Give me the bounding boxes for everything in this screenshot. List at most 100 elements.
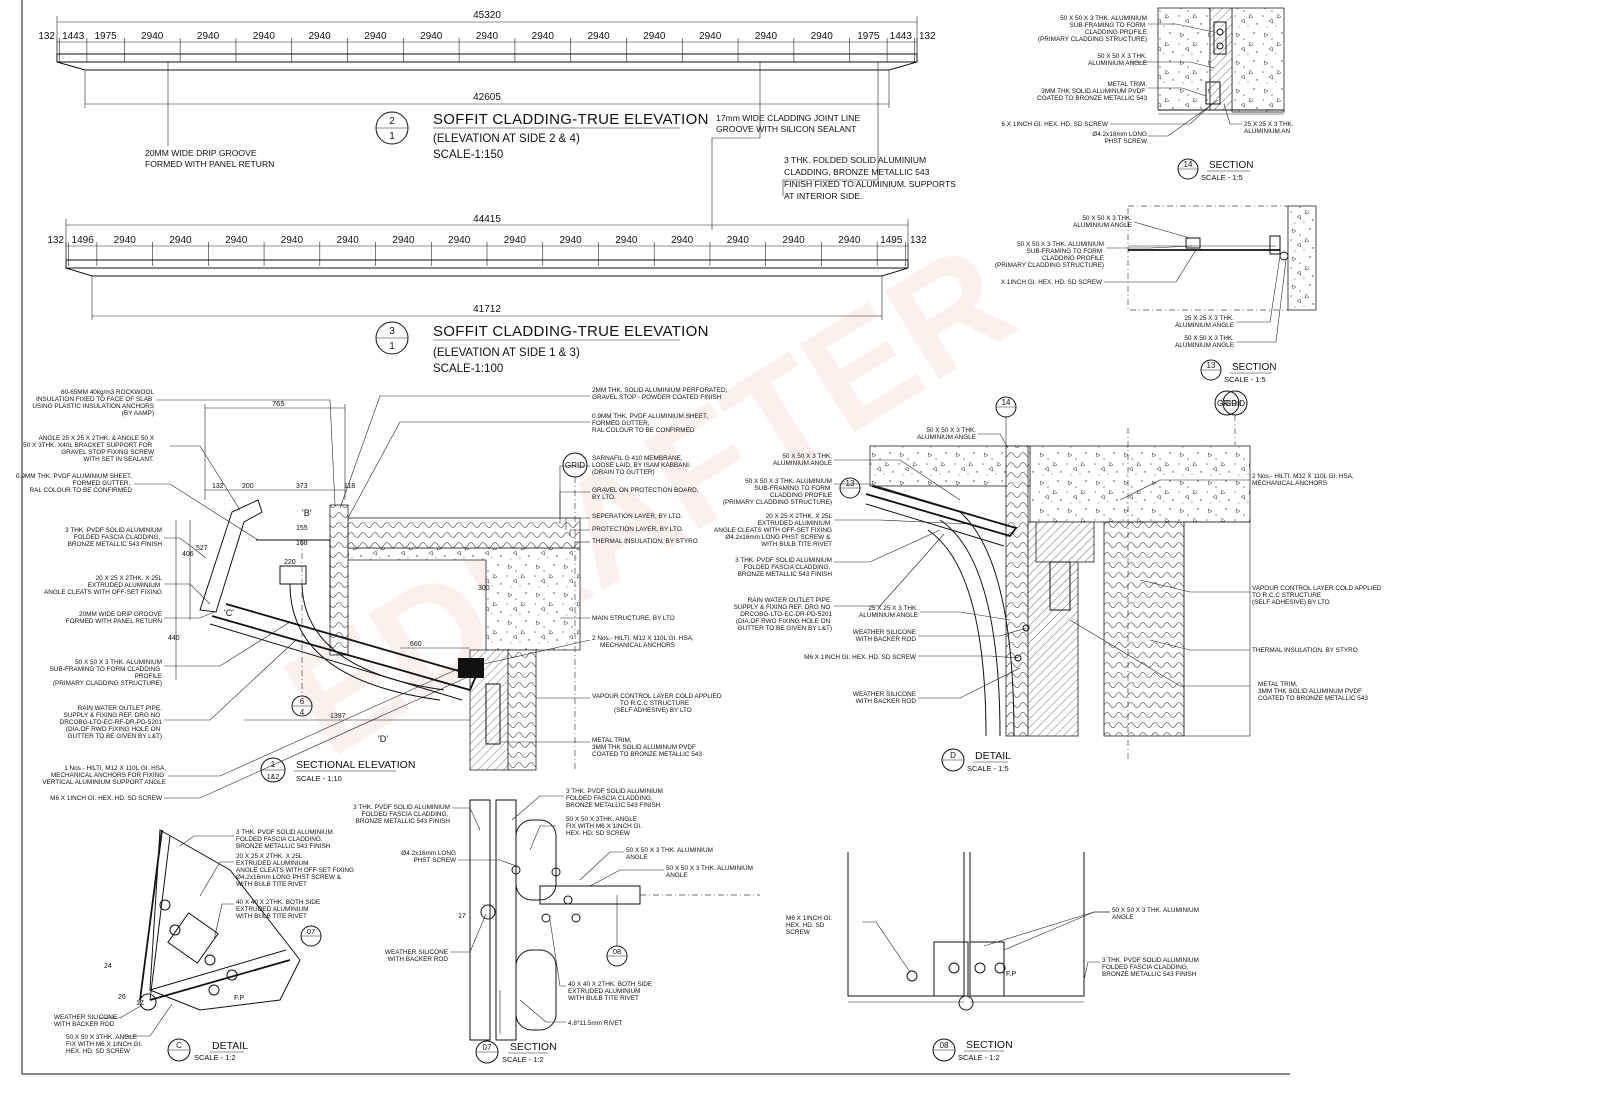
sec1-dim-765: 765 [272, 399, 285, 408]
elev2-segment-dim: 1975 [95, 31, 118, 42]
elev3-soffit-return [65, 267, 909, 277]
detD-grid-bubble [1214, 390, 1240, 416]
sec1-dim-406: 406 [182, 551, 194, 558]
sec08-panel-left [847, 852, 965, 997]
sec1-note-thermal: THERMAL INSULATION, BY STYRO [592, 538, 698, 545]
elev2-note-cladding: 3 THK. FOLDED SOLID ALUMINIUM CLADDING, … [784, 155, 958, 201]
sec1-tag-num: 1 [271, 760, 276, 769]
elev3-panel-strip [65, 259, 909, 269]
elev2-segment-dim: 2940 [643, 31, 666, 42]
sec1-note-rwo: RAIN WATER OUTLET PIPE.SUPPLY & FIXING R… [60, 705, 163, 740]
elev3-segment-dim: 2940 [392, 235, 415, 246]
elev2-segment-dim: 2940 [755, 31, 778, 42]
sec08-tag: 08 [940, 1041, 949, 1050]
elev2-segment-dim: 2940 [476, 31, 499, 42]
detC-fascia [139, 829, 163, 1001]
sec1-note-anchors: 2 Nos.- HILTI, M12 X 110L GI. HSA,MECHAN… [592, 635, 694, 649]
sec1-note-gutter-sheet: 0.9MM THK. PVDF ALUMINIUM SHEET,FORMED G… [592, 413, 708, 434]
elev2-segment-dim: 2940 [420, 31, 443, 42]
sec1-note-metal-trim: METAL TRIM,3MM THK SOLID ALUMINUM PVDF C… [592, 737, 702, 758]
elev2-segment-dim: 2940 [364, 31, 387, 42]
sec1-title: SECTIONAL ELEVATION [296, 759, 415, 771]
detC-dim-24: 24 [104, 963, 112, 970]
elev3-tag-num: 3 [389, 326, 395, 337]
sec13-title: SECTION [1232, 362, 1276, 373]
sec1-dim-440: 440 [168, 635, 180, 642]
sec1-dim-1397: 1397 [330, 713, 346, 720]
detD-note-metal-trim: METAL TRIM,3MM THK SOLID ALUMINUM PVDF C… [1258, 681, 1368, 702]
sec08-title: SECTION [966, 1039, 1013, 1051]
elev3-inner-dim: 41712 [473, 304, 501, 315]
sec1-grid-label: GRID [565, 461, 585, 470]
sec13-scale: SCALE - 1:5 [1224, 375, 1266, 384]
elev3-segment-dim: 2940 [504, 235, 527, 246]
elev2-segment-dim: 1975 [857, 31, 880, 42]
elev2-segment-dim: 132 [919, 31, 936, 42]
sec13-note-angle-2: 50 X 50 X 3 THK.ALUMINIUM ANGLE [1175, 335, 1234, 349]
elevation-2: 132 1443 1975 2940 2940 2940 2940 2940 2940 2940 2… [38, 10, 958, 230]
detD-note-anchors: 2 Nos.- HILTI, M12 X 110L GI. HSA,MECHAN… [1252, 473, 1354, 487]
sec1-marker-4: 4 [300, 708, 305, 717]
elev3-segment-dim: 2940 [727, 235, 750, 246]
detD-note-rwo: RAIN WATER OUTLET PIPE.SUPPLY & FIXING R… [734, 597, 833, 632]
detD-insulation [1005, 445, 1029, 737]
elev3-segment-dim: 2940 [337, 235, 360, 246]
elev2-segment-dim: 2940 [253, 31, 276, 42]
elev3-segment-dim: 2940 [782, 235, 805, 246]
sec14-concrete [1231, 7, 1285, 113]
sec13-tag: 13 [1207, 361, 1216, 370]
detD-marker-13-label: 13 [846, 479, 855, 488]
elev2-scale: SCALE-1:150 [433, 149, 503, 161]
elev2-segment-dim: 1443 [890, 31, 913, 42]
elev3-segment-dim: 2940 [281, 235, 304, 246]
section-13: 50 X 50 X 3 THK.ALUMINIUM ANGLE 50 X 50 … [995, 205, 1317, 445]
elev3-segment-dim: 2940 [838, 235, 861, 246]
sec1-marker-6: 6 [300, 697, 305, 706]
sec07-marker-label: 08 [613, 947, 621, 956]
sec1-dim-300: 300 [478, 585, 490, 592]
sec08-scale: SCALE - 1:2 [958, 1053, 1000, 1062]
sec13-grid-label: GRID [1225, 399, 1245, 408]
detD-scale: SCALE - 1:5 [967, 764, 1009, 773]
section-08: M6 X 1INCH GI.HEX. HD. SD SCREW 50 X 50 … [786, 852, 1199, 1062]
sec1-rwo-pipe [289, 583, 441, 701]
detD-note-thermal: THERMAL INSULATION, BY STYRO [1252, 647, 1358, 654]
elev3-scale: SCALE-1:100 [433, 363, 503, 375]
sec1-dim-660: 660 [410, 641, 422, 648]
elev2-segment-dim: 1443 [62, 31, 85, 42]
elev2-segment-dims: 132 1443 1975 2940 2940 2940 2940 2940 2940 2940 2… [38, 31, 936, 62]
sec1-note-membrane: SARNAFIL G 410 MEMBRANE,LOOSE LAID, BY I… [592, 455, 692, 476]
sec08-backer-rod [958, 995, 974, 1011]
sec07-note-rivet: 4.8*11.5mm RIVET [568, 1020, 623, 1027]
elev2-segment-dim: 2940 [309, 31, 332, 42]
detC-marker-label: 07 [307, 927, 315, 936]
elev2-segment-dim: 2940 [699, 31, 722, 42]
sec1-dim-155: 155 [296, 525, 308, 532]
elev2-title: SOFFIT CLADDING-TRUE ELEVATION [433, 111, 709, 128]
sec1-dim-118: 118 [344, 483, 355, 490]
sec1-gutter [256, 539, 331, 620]
elev2-note-drip-groove: 20MM WIDE DRIP GROOVE FORMED WITH PANEL … [145, 148, 274, 169]
sec1-note-m6-screw: M6 X 1INCH GI. HEX. HD. SD SCREW [50, 795, 163, 802]
detD-thermal-insulation [1103, 521, 1185, 737]
sec07-backer-rod [480, 904, 496, 920]
sec13-outline [1127, 205, 1289, 311]
detD-note-small-angle: 25 X 25 X 3 THK.ALUMINIUM ANGLE [859, 605, 918, 619]
